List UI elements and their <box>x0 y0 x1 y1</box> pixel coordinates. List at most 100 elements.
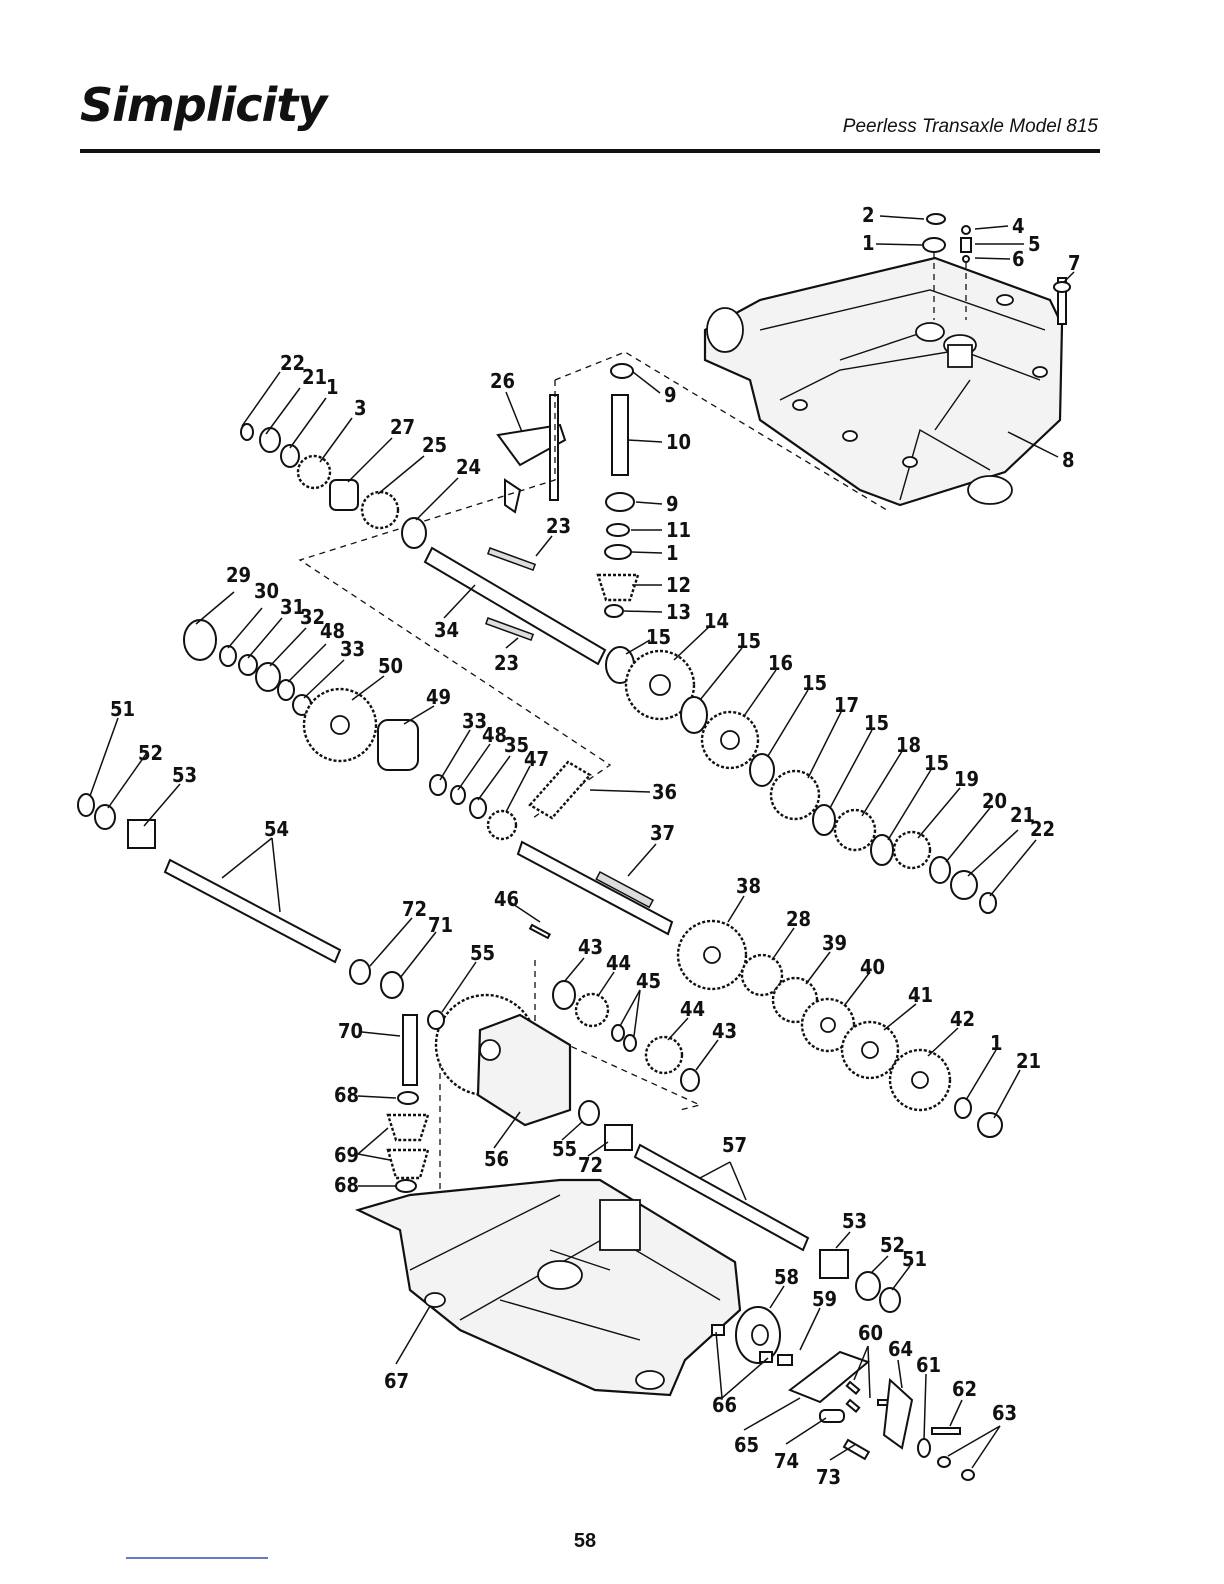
part-label: 37 <box>650 821 675 845</box>
part-labels: 2 1 4 5 6 7 8 9 10 9 11 1 12 13 22 21 1 … <box>110 203 1081 1489</box>
part-label: 6 <box>1012 247 1025 271</box>
part-label: 9 <box>664 383 677 407</box>
part-label: 73 <box>816 1465 841 1489</box>
part-label: 50 <box>378 654 403 678</box>
part-label: 66 <box>712 1393 737 1417</box>
part-label: 22 <box>280 351 305 375</box>
part-label: 42 <box>950 1007 975 1031</box>
upper-left-parts <box>240 423 427 549</box>
part-label: 68 <box>334 1173 359 1197</box>
part-label: 13 <box>666 600 691 624</box>
brake-parts <box>711 1306 975 1481</box>
part-label: 48 <box>482 723 507 747</box>
part-label: 30 <box>254 579 279 603</box>
part-label: 72 <box>402 897 427 921</box>
part-label: 38 <box>736 874 761 898</box>
part-label: 1 <box>326 375 339 399</box>
part-label: 29 <box>226 563 251 587</box>
part-label: 32 <box>300 605 325 629</box>
part-label: 1 <box>666 541 679 565</box>
part-label: 51 <box>902 1247 927 1271</box>
part-label: 49 <box>426 685 451 709</box>
part-label: 21 <box>1010 803 1035 827</box>
part-label: 45 <box>636 969 661 993</box>
part-label: 23 <box>546 514 571 538</box>
part-label: 8 <box>1062 448 1075 472</box>
part-label: 3 <box>354 396 367 420</box>
part-label: 2 <box>862 203 875 227</box>
part-label: 52 <box>138 741 163 765</box>
part-label: 43 <box>578 935 603 959</box>
part-label: 74 <box>774 1449 799 1473</box>
part-label: 21 <box>302 365 327 389</box>
part-label: 15 <box>864 711 889 735</box>
part-label: 71 <box>428 913 453 937</box>
part-label: 15 <box>736 629 761 653</box>
lower-housing <box>354 1178 742 1397</box>
part-label: 22 <box>1030 817 1055 841</box>
part-label: 24 <box>456 455 481 479</box>
part-label: 19 <box>954 767 979 791</box>
part-label: 54 <box>264 817 289 841</box>
part-label: 64 <box>888 1337 913 1361</box>
axle-57-right <box>633 1143 901 1313</box>
part-label: 67 <box>384 1369 409 1393</box>
part-label: 1 <box>990 1031 1003 1055</box>
part-label: 31 <box>280 595 305 619</box>
dashed-guide-upper <box>554 351 891 513</box>
part-label: 18 <box>896 733 921 757</box>
part-label: 58 <box>774 1265 799 1289</box>
part-label: 5 <box>1028 232 1041 256</box>
part-label: 7 <box>1068 251 1081 275</box>
part-label: 36 <box>652 780 677 804</box>
part-label: 35 <box>504 733 529 757</box>
part-label: 17 <box>834 693 859 717</box>
part-label: 47 <box>524 747 549 771</box>
part-label: 40 <box>860 955 885 979</box>
part-label: 69 <box>334 1143 359 1167</box>
part-label: 52 <box>880 1233 905 1257</box>
part-label: 55 <box>552 1137 577 1161</box>
part-label: 27 <box>390 415 415 439</box>
gear-row-lower <box>676 919 1003 1138</box>
chain-36 <box>528 760 592 820</box>
middle-left-parts <box>183 619 518 841</box>
part-label: 16 <box>768 651 793 675</box>
header-rule <box>80 149 1100 153</box>
part-label: 68 <box>334 1083 359 1107</box>
part-label: 4 <box>1012 214 1025 238</box>
part-label: 15 <box>646 625 671 649</box>
link-underline <box>126 1557 268 1559</box>
shaft-34 <box>423 546 607 666</box>
dashed-guide-left <box>298 380 612 821</box>
part-label: 57 <box>722 1133 747 1157</box>
part-label: 59 <box>812 1287 837 1311</box>
part-label: 51 <box>110 697 135 721</box>
part-label: 23 <box>494 651 519 675</box>
part-label: 9 <box>666 492 679 516</box>
part-label: 65 <box>734 1433 759 1457</box>
part-label: 15 <box>924 751 949 775</box>
document-title: Peerless Transaxle Model 815 <box>842 116 1098 137</box>
shift-assembly <box>496 363 640 618</box>
part-label: 34 <box>434 618 459 642</box>
top-small-parts <box>922 213 1071 325</box>
part-label: 12 <box>666 573 691 597</box>
part-label: 72 <box>578 1153 603 1177</box>
part-label: 15 <box>802 671 827 695</box>
part-label: 14 <box>704 609 729 633</box>
part-label: 21 <box>1016 1049 1041 1073</box>
part-label: 33 <box>340 637 365 661</box>
part-label: 28 <box>786 907 811 931</box>
dashed-guide-lower <box>534 960 702 1111</box>
part-label: 53 <box>172 763 197 787</box>
part-label: 26 <box>490 369 515 393</box>
part-label: 41 <box>908 983 933 1007</box>
part-label: 48 <box>320 619 345 643</box>
shaft-37 <box>516 840 674 936</box>
part-label: 62 <box>952 1377 977 1401</box>
part-label: 43 <box>712 1019 737 1043</box>
part-label: 61 <box>916 1353 941 1377</box>
part-label: 20 <box>982 789 1007 813</box>
